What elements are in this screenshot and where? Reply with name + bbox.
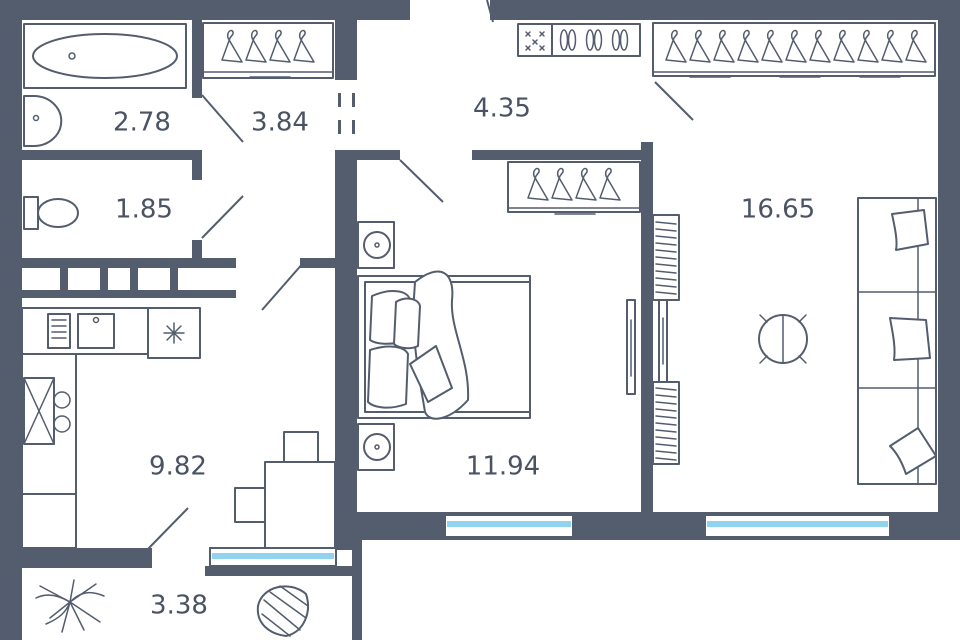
area-label-toilet: 1.85	[115, 195, 173, 225]
wardrobe-icon	[652, 22, 936, 78]
bedroom-wardrobe-icon	[507, 161, 641, 215]
bathtub-icon	[23, 23, 187, 89]
area-label-living-room: 16.65	[741, 195, 815, 225]
book-icon	[655, 235, 677, 239]
area-label-balcony: 3.38	[150, 591, 208, 621]
hanger-icon	[245, 29, 267, 63]
hanger-icon	[293, 29, 315, 63]
hanger-icon	[689, 29, 711, 63]
toilet-icon	[23, 196, 79, 230]
kitchen-sink-icon	[21, 307, 149, 355]
book-icon	[655, 277, 677, 281]
book-icon	[655, 408, 677, 412]
book-icon	[655, 387, 677, 391]
shoe-icon	[585, 29, 595, 51]
book-icon	[655, 443, 677, 447]
bookshelf-icon	[652, 214, 680, 465]
area-labels: 2.78 3.84 4.35 1.85 16.65 11.94 9.82 3.3…	[113, 94, 815, 621]
fridge-icon	[147, 307, 201, 359]
hanger-icon	[785, 29, 807, 63]
hanger-icon	[527, 167, 549, 201]
sofa-icon	[857, 197, 937, 485]
hanger-icon	[575, 167, 597, 201]
hanging-chair-icon	[256, 585, 309, 637]
shoe-rack-icon	[517, 23, 641, 57]
area-label-bathroom: 2.78	[113, 108, 171, 138]
hanger-icon	[809, 29, 831, 63]
hanger-icon	[905, 29, 927, 63]
shoe-icon	[611, 29, 621, 51]
hanger-icon	[713, 29, 735, 63]
doors	[146, 0, 694, 551]
stove-icon	[21, 353, 77, 549]
book-icon	[655, 256, 677, 260]
area-label-hallway: 4.35	[473, 94, 531, 124]
shoe-icon	[567, 29, 577, 51]
hanger-icon	[761, 29, 783, 63]
book-icon	[655, 429, 677, 433]
book-icon	[655, 270, 677, 274]
chair-icon	[758, 314, 808, 364]
book-icon	[655, 284, 677, 288]
book-icon	[655, 394, 677, 398]
dining-table-icon	[234, 431, 336, 549]
area-label-kitchen: 9.82	[149, 452, 207, 482]
shoe-icon	[619, 29, 629, 51]
hanger-icon	[881, 29, 903, 63]
book-icon	[655, 457, 677, 461]
plant-icon	[35, 579, 105, 633]
hanger-icon	[737, 29, 759, 63]
area-label-bedroom: 11.94	[466, 452, 540, 482]
book-icon	[655, 436, 677, 440]
hanger-icon	[833, 29, 855, 63]
tv-icon	[626, 299, 668, 395]
hanger-icon	[599, 167, 621, 201]
book-icon	[655, 249, 677, 253]
book-icon	[655, 221, 677, 225]
shoe-icon	[559, 29, 569, 51]
book-icon	[655, 291, 677, 295]
hanger-icon	[221, 29, 243, 63]
shoe-icon	[593, 29, 603, 51]
area-label-wardrobe: 3.84	[251, 108, 309, 138]
closet-wardrobe-room	[202, 22, 334, 79]
double-bed-icon	[357, 270, 531, 420]
hanger-icon	[551, 167, 573, 201]
book-icon	[655, 242, 677, 246]
book-icon	[655, 401, 677, 405]
hanger-icon	[665, 29, 687, 63]
book-icon	[655, 415, 677, 419]
hanger-icon	[857, 29, 879, 63]
nightstand-lamp-icon	[357, 221, 395, 471]
book-icon	[655, 422, 677, 426]
hanger-icon	[269, 29, 291, 63]
book-icon	[655, 450, 677, 454]
windows	[209, 514, 891, 567]
book-icon	[655, 228, 677, 232]
sink-icon	[23, 95, 63, 147]
book-icon	[655, 263, 677, 267]
